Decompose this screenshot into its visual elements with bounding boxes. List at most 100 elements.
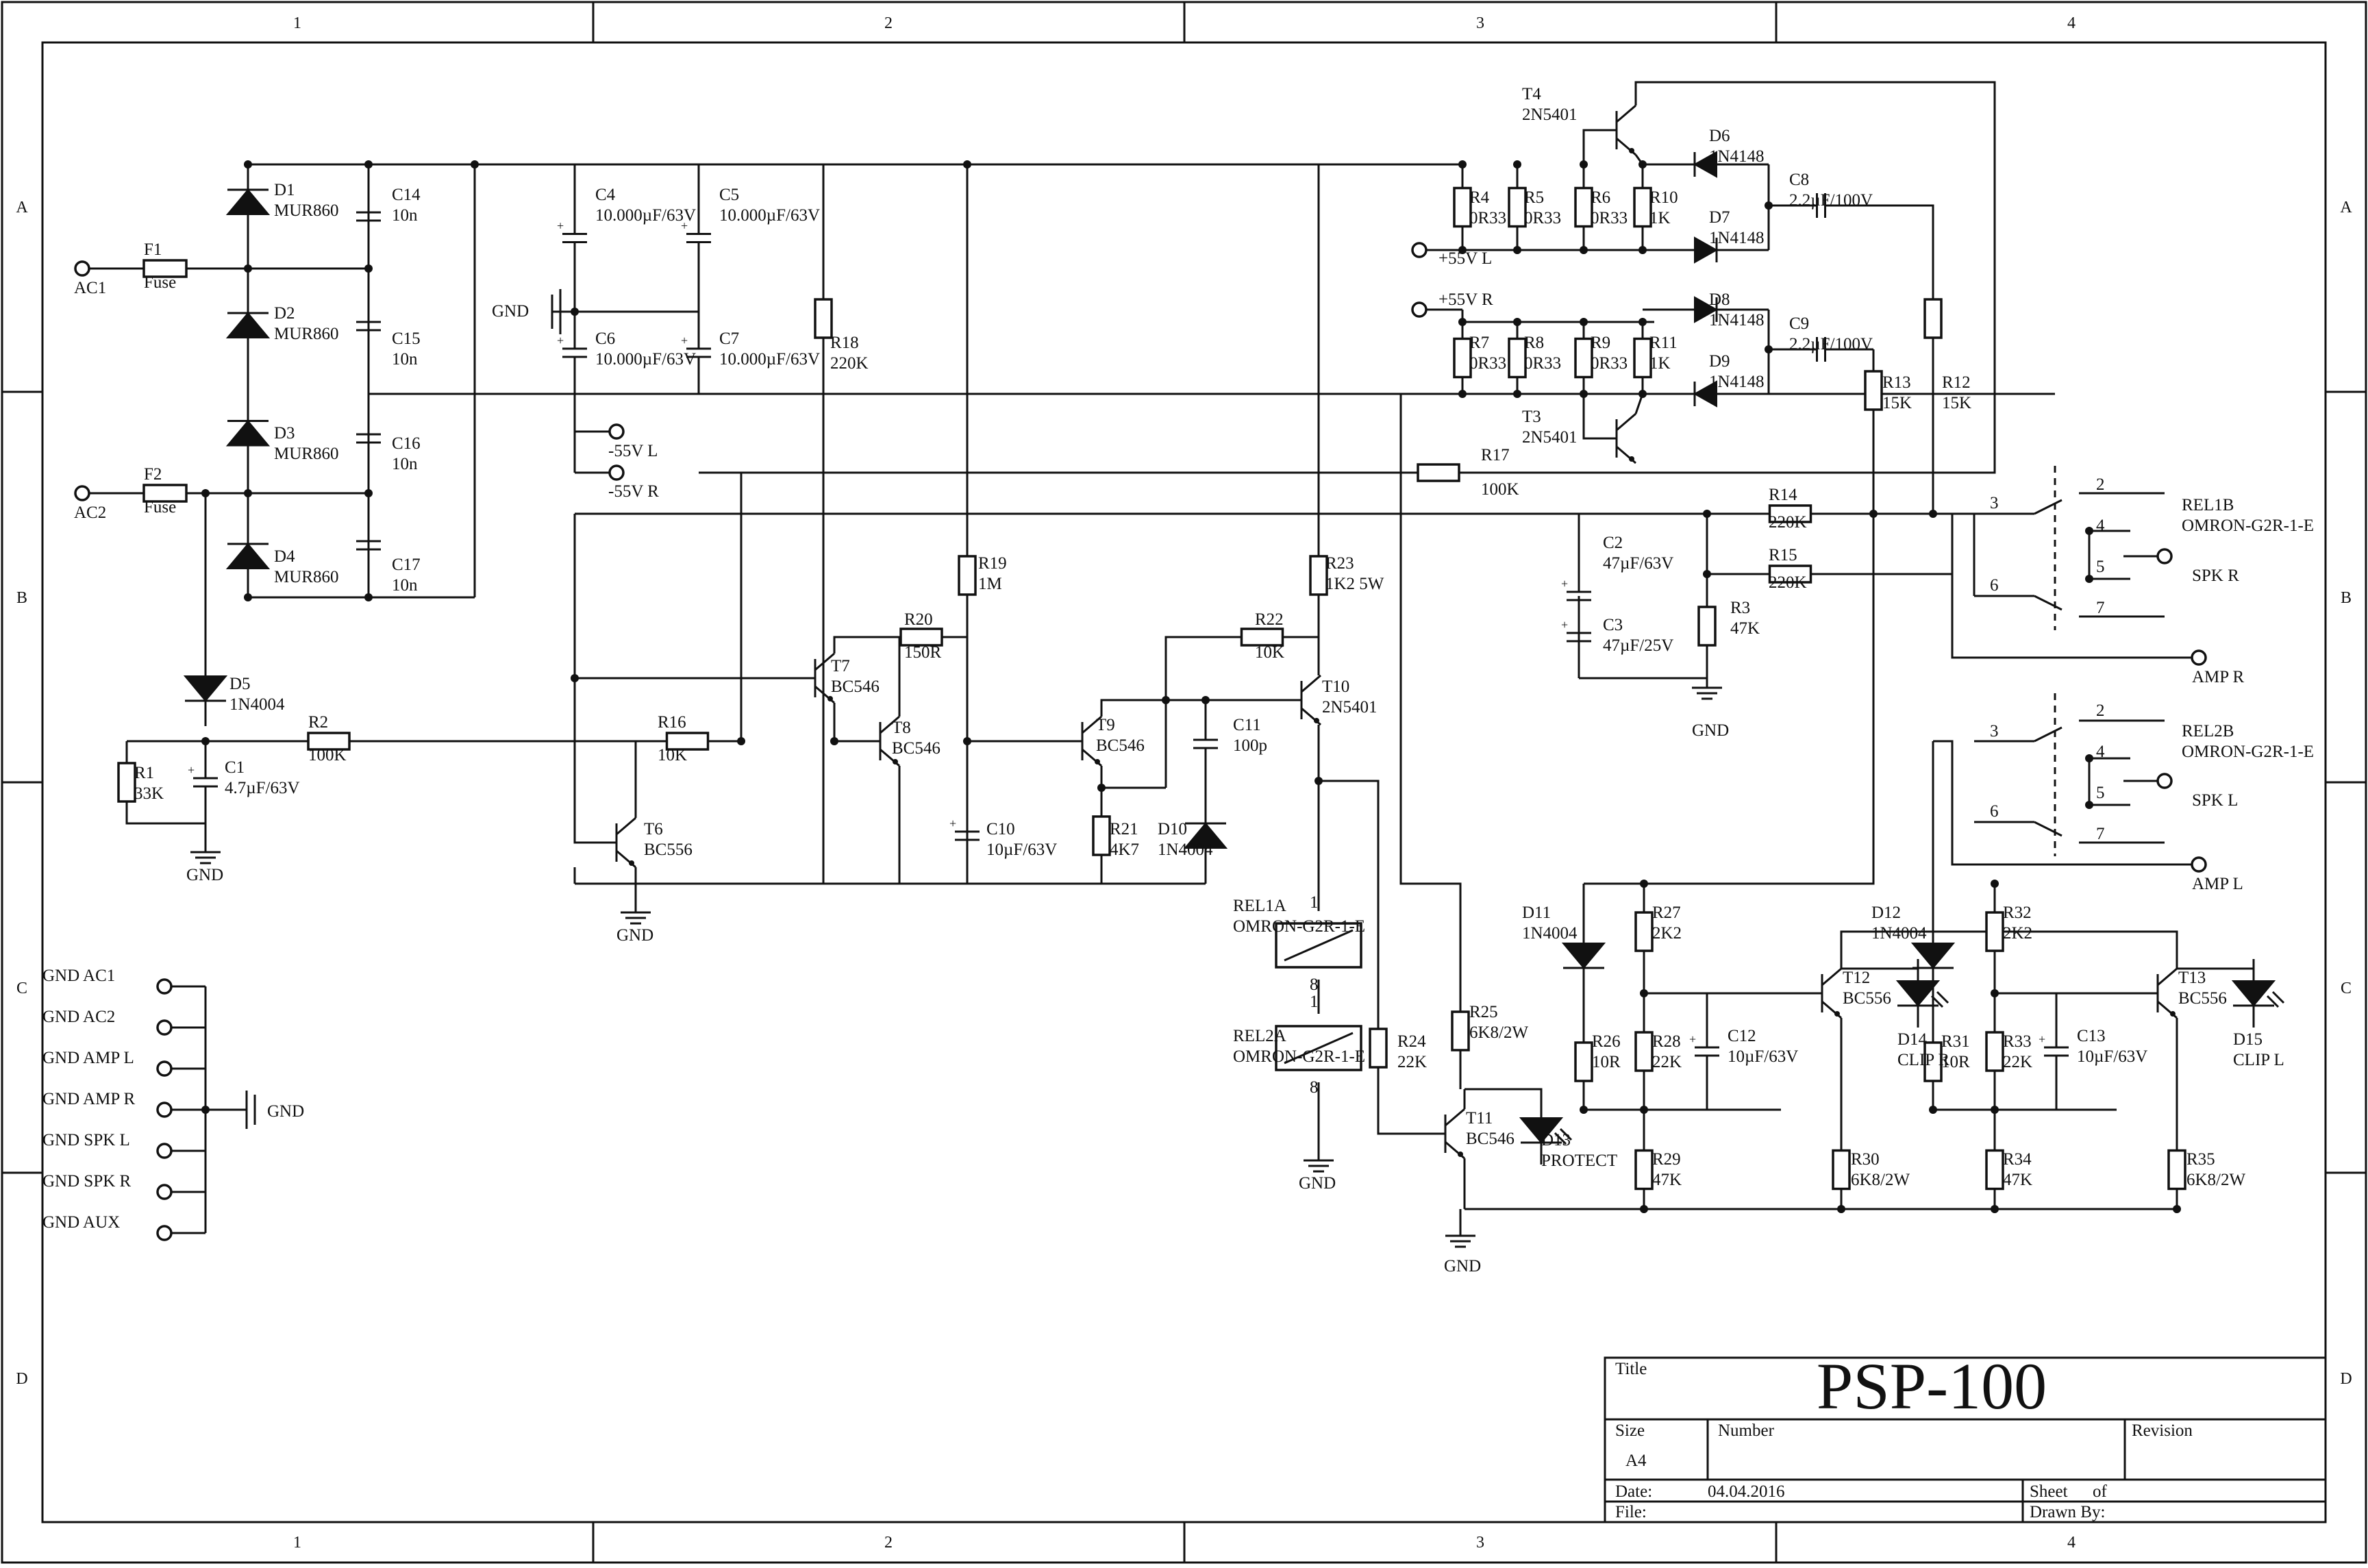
zone-row-b-left: B bbox=[16, 589, 27, 607]
file-label: File: bbox=[1615, 1503, 1647, 1521]
wire bbox=[1399, 394, 1462, 973]
rel1b-pin3: 3 bbox=[1990, 494, 1999, 512]
r20-resistor bbox=[899, 627, 943, 647]
c5-ref-label: C5 bbox=[719, 186, 739, 204]
d8-ref-label: D8 bbox=[1709, 290, 1730, 309]
t11-value-label: BC546 bbox=[1466, 1130, 1515, 1148]
c15-value-label: 10n bbox=[392, 350, 418, 369]
junction-dot bbox=[1458, 390, 1467, 398]
wire bbox=[1100, 766, 1166, 789]
d7-ref-label: D7 bbox=[1709, 208, 1730, 227]
gnd-net-label: GND bbox=[492, 302, 529, 321]
zone-row-c-right: C bbox=[2341, 980, 2352, 997]
rel1b-pin6: 6 bbox=[1990, 576, 1999, 595]
r33-resistor bbox=[1985, 1031, 2004, 1072]
d13-ref-label: D13 bbox=[1541, 1131, 1571, 1149]
r8-value-label: 0R33 bbox=[1524, 354, 1561, 373]
d14-value-label: CLIP R bbox=[1897, 1051, 1949, 1069]
sheet-label: Sheet bbox=[2030, 1482, 2068, 1501]
d3-ref-label: D3 bbox=[274, 424, 295, 443]
r23-resistor bbox=[1309, 555, 1328, 596]
wire bbox=[1634, 154, 1644, 165]
junction-dot bbox=[571, 308, 579, 316]
t12-value-label: BC556 bbox=[1843, 989, 1891, 1008]
t7-value-label: BC546 bbox=[831, 677, 880, 696]
r5-ref-label: R5 bbox=[1524, 188, 1544, 207]
r27-value-label: 2K2 bbox=[1652, 924, 1682, 943]
t12-transistor-collector bbox=[1821, 967, 1842, 986]
r23-ref-label: R23 bbox=[1325, 554, 1354, 573]
d4-value-label: MUR860 bbox=[274, 568, 338, 586]
r31-ref-label: R31 bbox=[1941, 1032, 1970, 1051]
t10-transistor-collector bbox=[1301, 674, 1321, 693]
r7-resistor bbox=[1453, 337, 1472, 379]
junction-dot bbox=[1929, 1106, 1937, 1114]
c14-value-label: 10n bbox=[392, 206, 418, 225]
r29-value-label: 47K bbox=[1652, 1171, 1682, 1189]
gnd-c1-label: GND bbox=[186, 866, 223, 884]
r19-ref-label: R19 bbox=[978, 554, 1007, 573]
r23-value-label: 1K2 5W bbox=[1325, 575, 1384, 593]
d7-value-label: 1N4148 bbox=[1709, 229, 1765, 247]
t8-transistor-arrow bbox=[893, 759, 898, 764]
t13-value-label: BC556 bbox=[2178, 989, 2227, 1008]
gnd-rel-label: GND bbox=[1299, 1174, 1336, 1193]
junction-dot bbox=[201, 489, 210, 497]
rel2b-pin2: 2 bbox=[2096, 701, 2105, 720]
m55r-terminal bbox=[608, 464, 625, 481]
zone-row-a-right: A bbox=[2340, 199, 2352, 216]
junction-dot bbox=[1991, 880, 1999, 888]
t12-transistor-arrow bbox=[1834, 1011, 1840, 1017]
r3-resistor bbox=[1697, 606, 1717, 647]
d11-value-label: 1N4004 bbox=[1522, 924, 1578, 943]
d14-led-ray bbox=[1936, 991, 1949, 1004]
d2-value-label: MUR860 bbox=[274, 325, 338, 343]
t4-ref-label: T4 bbox=[1522, 85, 1541, 103]
t4-value-label: 2N5401 bbox=[1522, 105, 1578, 124]
t13-transistor-arrow bbox=[2170, 1011, 2176, 1017]
rel1a-relay-coil-mark bbox=[1284, 929, 1354, 962]
r13-resistor bbox=[1864, 370, 1883, 411]
spk-l-net-label: SPK L bbox=[2192, 791, 2238, 810]
t11-transistor-arrow bbox=[1458, 1152, 1463, 1157]
date-value: 04.04.2016 bbox=[1708, 1482, 1785, 1501]
ac1-terminal bbox=[74, 260, 90, 277]
r34-value-label: 47K bbox=[2003, 1171, 2032, 1189]
amp-l-terminal bbox=[2191, 856, 2207, 873]
d15-led-ray bbox=[2266, 995, 2280, 1008]
zone-row-d-left: D bbox=[16, 1370, 27, 1388]
t9-transistor-collector bbox=[1082, 715, 1102, 734]
gnd-bus-pin-2-terminal bbox=[156, 1060, 173, 1077]
junction-dot bbox=[2085, 527, 2093, 535]
f2-ref-label: F2 bbox=[144, 465, 162, 484]
relay-contact-switch bbox=[2034, 726, 2062, 743]
f1-ref-label: F1 bbox=[144, 240, 162, 259]
r3-value-label: 47K bbox=[1730, 619, 1760, 638]
junction-dot bbox=[2085, 575, 2093, 583]
zone-col-4-bottom: 4 bbox=[2067, 1534, 2076, 1552]
junction-dot bbox=[244, 489, 252, 497]
wire bbox=[1377, 1096, 1432, 1135]
c1-polarity-mark: + bbox=[188, 763, 195, 777]
r15-ref-label: R15 bbox=[1769, 546, 1797, 564]
r25-resistor bbox=[1451, 1010, 1470, 1051]
c14-ref-label: C14 bbox=[392, 186, 421, 204]
ac1-net-label: AC1 bbox=[74, 279, 106, 297]
c9-ref-label: C9 bbox=[1789, 314, 1809, 333]
t13-ref-label: T13 bbox=[2178, 969, 2206, 987]
t6-value-label: BC556 bbox=[644, 841, 693, 859]
r25-value-label: 6K8/2W bbox=[1469, 1023, 1529, 1042]
spk-r-terminal bbox=[2156, 548, 2173, 564]
r18-ref-label: R18 bbox=[830, 334, 859, 352]
c3-ref-label: C3 bbox=[1603, 616, 1623, 634]
gnd-bus-pin-3-terminal bbox=[156, 1102, 173, 1118]
t3-value-label: 2N5401 bbox=[1522, 428, 1578, 447]
gnd-bus-pin-5-terminal bbox=[156, 1184, 173, 1200]
amp-r-net-label: AMP R bbox=[2192, 668, 2245, 686]
junction-dot bbox=[1513, 160, 1521, 169]
rel1b-pin2: 2 bbox=[2096, 475, 2105, 494]
d8-value-label: 1N4148 bbox=[1709, 311, 1765, 329]
r27-ref-label: R27 bbox=[1652, 904, 1681, 922]
c10-polarity-mark: + bbox=[949, 817, 956, 830]
d13-led-ray bbox=[1559, 1128, 1573, 1141]
